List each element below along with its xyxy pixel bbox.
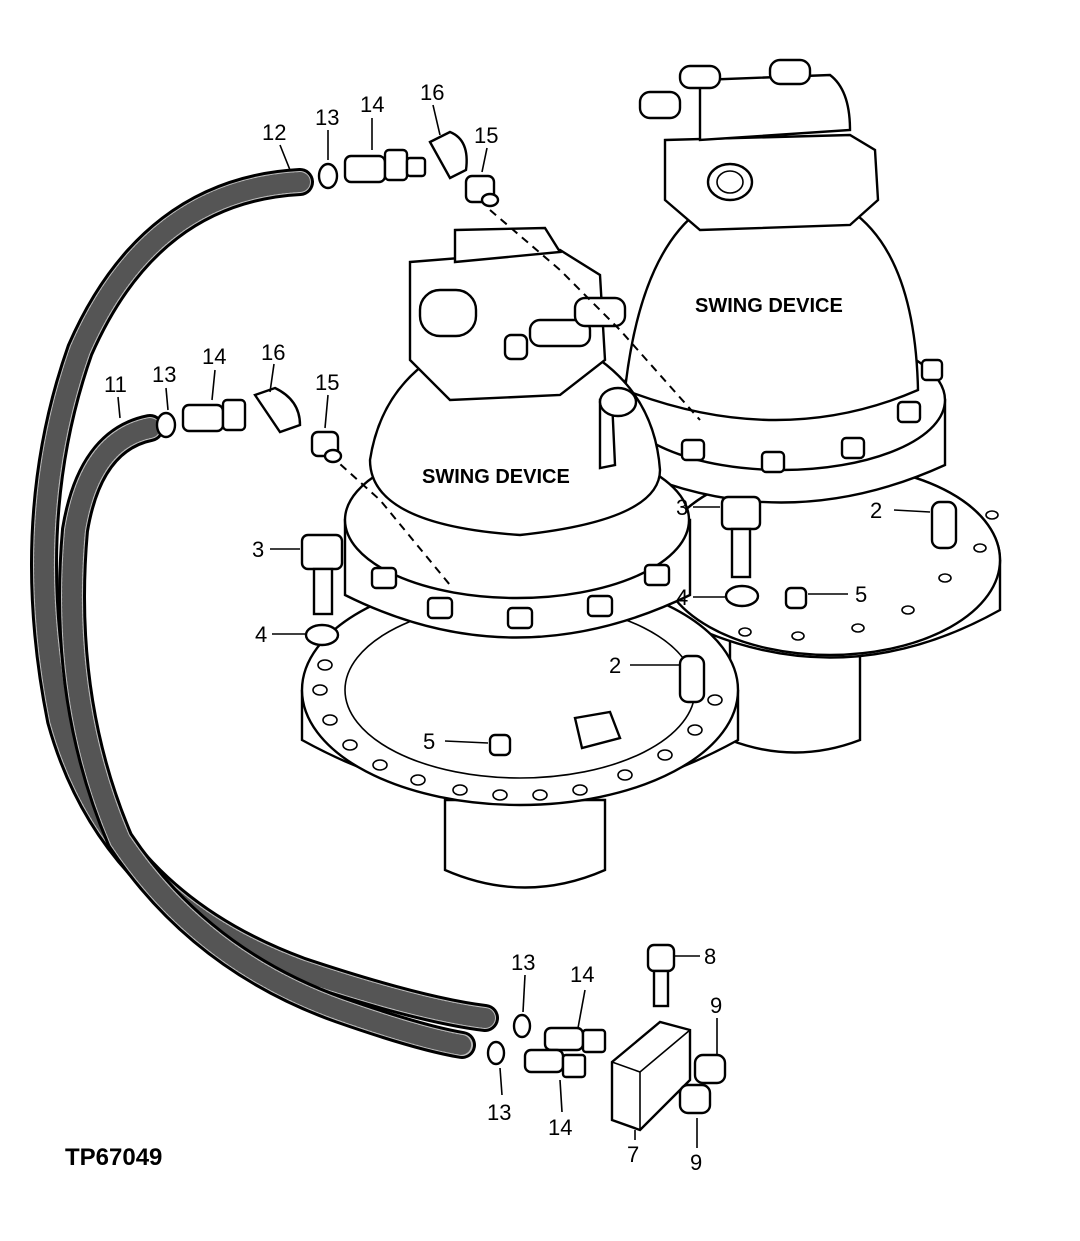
pin-2-rear bbox=[930, 500, 958, 550]
callout-9: 9 bbox=[690, 1150, 702, 1175]
callout-13: 13 bbox=[487, 1100, 511, 1125]
callout-9: 9 bbox=[710, 993, 722, 1018]
pin-2-front bbox=[678, 654, 706, 704]
callout-14: 14 bbox=[360, 92, 384, 117]
fittings-upper bbox=[317, 130, 500, 208]
plug-9-lower bbox=[678, 1083, 712, 1115]
callout-12: 12 bbox=[262, 120, 286, 145]
hose-11 bbox=[58, 414, 476, 1059]
callout-15: 15 bbox=[474, 123, 498, 148]
callout-13: 13 bbox=[315, 105, 339, 130]
plug-5-front bbox=[488, 733, 512, 757]
bolt-3-front bbox=[300, 533, 344, 616]
callout-13: 13 bbox=[511, 950, 535, 975]
callout-15: 15 bbox=[315, 370, 339, 395]
hose-12 bbox=[30, 168, 499, 1032]
callout-14: 14 bbox=[548, 1115, 572, 1140]
manifold-block-7 bbox=[610, 1020, 692, 1132]
washer-4-front bbox=[304, 623, 340, 647]
callout-7: 7 bbox=[627, 1142, 639, 1167]
callout-13: 13 bbox=[152, 362, 176, 387]
callout-4: 4 bbox=[676, 585, 688, 610]
plug-5-rear bbox=[784, 586, 808, 610]
bolt-8 bbox=[646, 943, 676, 1008]
figure-reference: TP67049 bbox=[65, 1144, 162, 1171]
callout-16: 16 bbox=[420, 80, 444, 105]
callout-leaders bbox=[117, 104, 931, 1148]
swing-device-rear-caption: SWING DEVICE bbox=[695, 295, 843, 317]
bolt-3-rear bbox=[720, 495, 762, 579]
washer-4-rear bbox=[724, 584, 760, 608]
callout-5: 5 bbox=[423, 729, 435, 754]
swing-device-front bbox=[300, 226, 740, 889]
callout-3: 3 bbox=[676, 495, 688, 520]
callout-3: 3 bbox=[252, 537, 264, 562]
drain-line-lower bbox=[329, 454, 451, 586]
callout-2: 2 bbox=[609, 653, 621, 678]
callout-16: 16 bbox=[261, 340, 285, 365]
callout-numbers: 12 13 14 16 15 11 13 14 16 15 3 3 2 2 4 … bbox=[104, 80, 882, 1175]
callout-11: 11 bbox=[104, 372, 127, 397]
drain-line-upper bbox=[489, 209, 701, 421]
callout-4: 4 bbox=[255, 622, 267, 647]
plug-9-upper bbox=[693, 1053, 727, 1085]
swing-device-rear bbox=[617, 58, 1002, 754]
swing-device-front-caption: SWING DEVICE bbox=[422, 466, 570, 488]
fittings-middle bbox=[155, 386, 343, 464]
callout-2: 2 bbox=[870, 498, 882, 523]
callout-14: 14 bbox=[202, 344, 226, 369]
callout-8: 8 bbox=[704, 944, 716, 969]
callout-5: 5 bbox=[855, 582, 867, 607]
callout-14: 14 bbox=[570, 962, 594, 987]
fittings-lower bbox=[486, 1013, 607, 1079]
